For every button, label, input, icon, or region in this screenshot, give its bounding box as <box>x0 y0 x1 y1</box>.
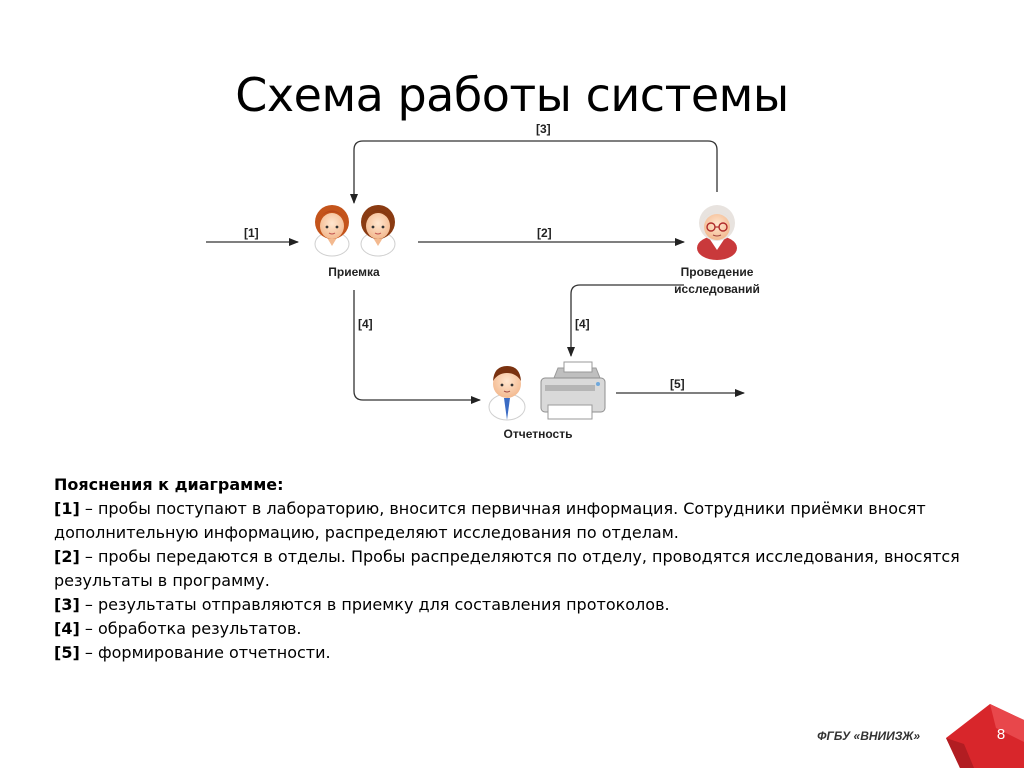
node-label-research-2: исследований <box>674 282 760 296</box>
elderly-scientist-icon <box>697 205 737 260</box>
printer-icon <box>540 361 606 420</box>
diagram-notes: Пояснения к диаграмме: [1] – пробы посту… <box>54 473 974 665</box>
note-text: – формирование отчетности. <box>79 643 331 662</box>
edge-3: [3] <box>350 122 718 204</box>
note-tag: [2] <box>54 547 80 566</box>
man-with-tie-icon <box>488 366 526 421</box>
note-tag: [1] <box>54 499 80 518</box>
note-item-3: [3] – результаты отправляются в приемку … <box>54 593 974 617</box>
edge-label-2: [2] <box>537 226 552 240</box>
two-women-icon <box>314 205 396 257</box>
workflow-diagram: [1] [2] [3] [4] [4] [5] <box>206 122 760 441</box>
edge-4b: [4] <box>567 284 684 357</box>
node-label-reception: Приемка <box>328 265 380 279</box>
notes-heading: Пояснения к диаграмме: <box>54 475 284 494</box>
note-text: – пробы передаются в отделы. Пробы распр… <box>54 547 960 590</box>
footer-organization: ФГБУ «ВНИИЗЖ» <box>817 729 920 743</box>
note-tag: [4] <box>54 619 80 638</box>
note-item-1: [1] – пробы поступают в лабораторию, вно… <box>54 497 974 545</box>
node-label-research-1: Проведение <box>681 265 754 279</box>
node-label-reporting: Отчетность <box>504 427 573 441</box>
page-corner-decoration <box>946 704 1024 768</box>
edge-label-4a: [4] <box>358 317 373 331</box>
edge-label-3: [3] <box>536 122 551 136</box>
note-text: – обработка результатов. <box>79 619 302 638</box>
edge-label-4b: [4] <box>575 317 590 331</box>
edge-2: [2] <box>418 226 685 246</box>
edge-5: [5] <box>616 377 745 397</box>
edge-4a: [4] <box>353 290 481 404</box>
note-tag: [3] <box>54 595 80 614</box>
note-item-4: [4] – обработка результатов. <box>54 617 974 641</box>
edge-1: [1] <box>206 226 299 246</box>
note-item-5: [5] – формирование отчетности. <box>54 641 974 665</box>
note-tag: [5] <box>54 643 80 662</box>
edge-label-5: [5] <box>670 377 685 391</box>
note-text: – пробы поступают в лабораторию, вноситс… <box>54 499 926 542</box>
slide-title: Схема работы системы <box>235 68 789 122</box>
edge-label-1: [1] <box>244 226 259 240</box>
note-item-2: [2] – пробы передаются в отделы. Пробы р… <box>54 545 974 593</box>
page-number: 8 <box>996 726 1006 743</box>
note-text: – результаты отправляются в приемку для … <box>79 595 670 614</box>
